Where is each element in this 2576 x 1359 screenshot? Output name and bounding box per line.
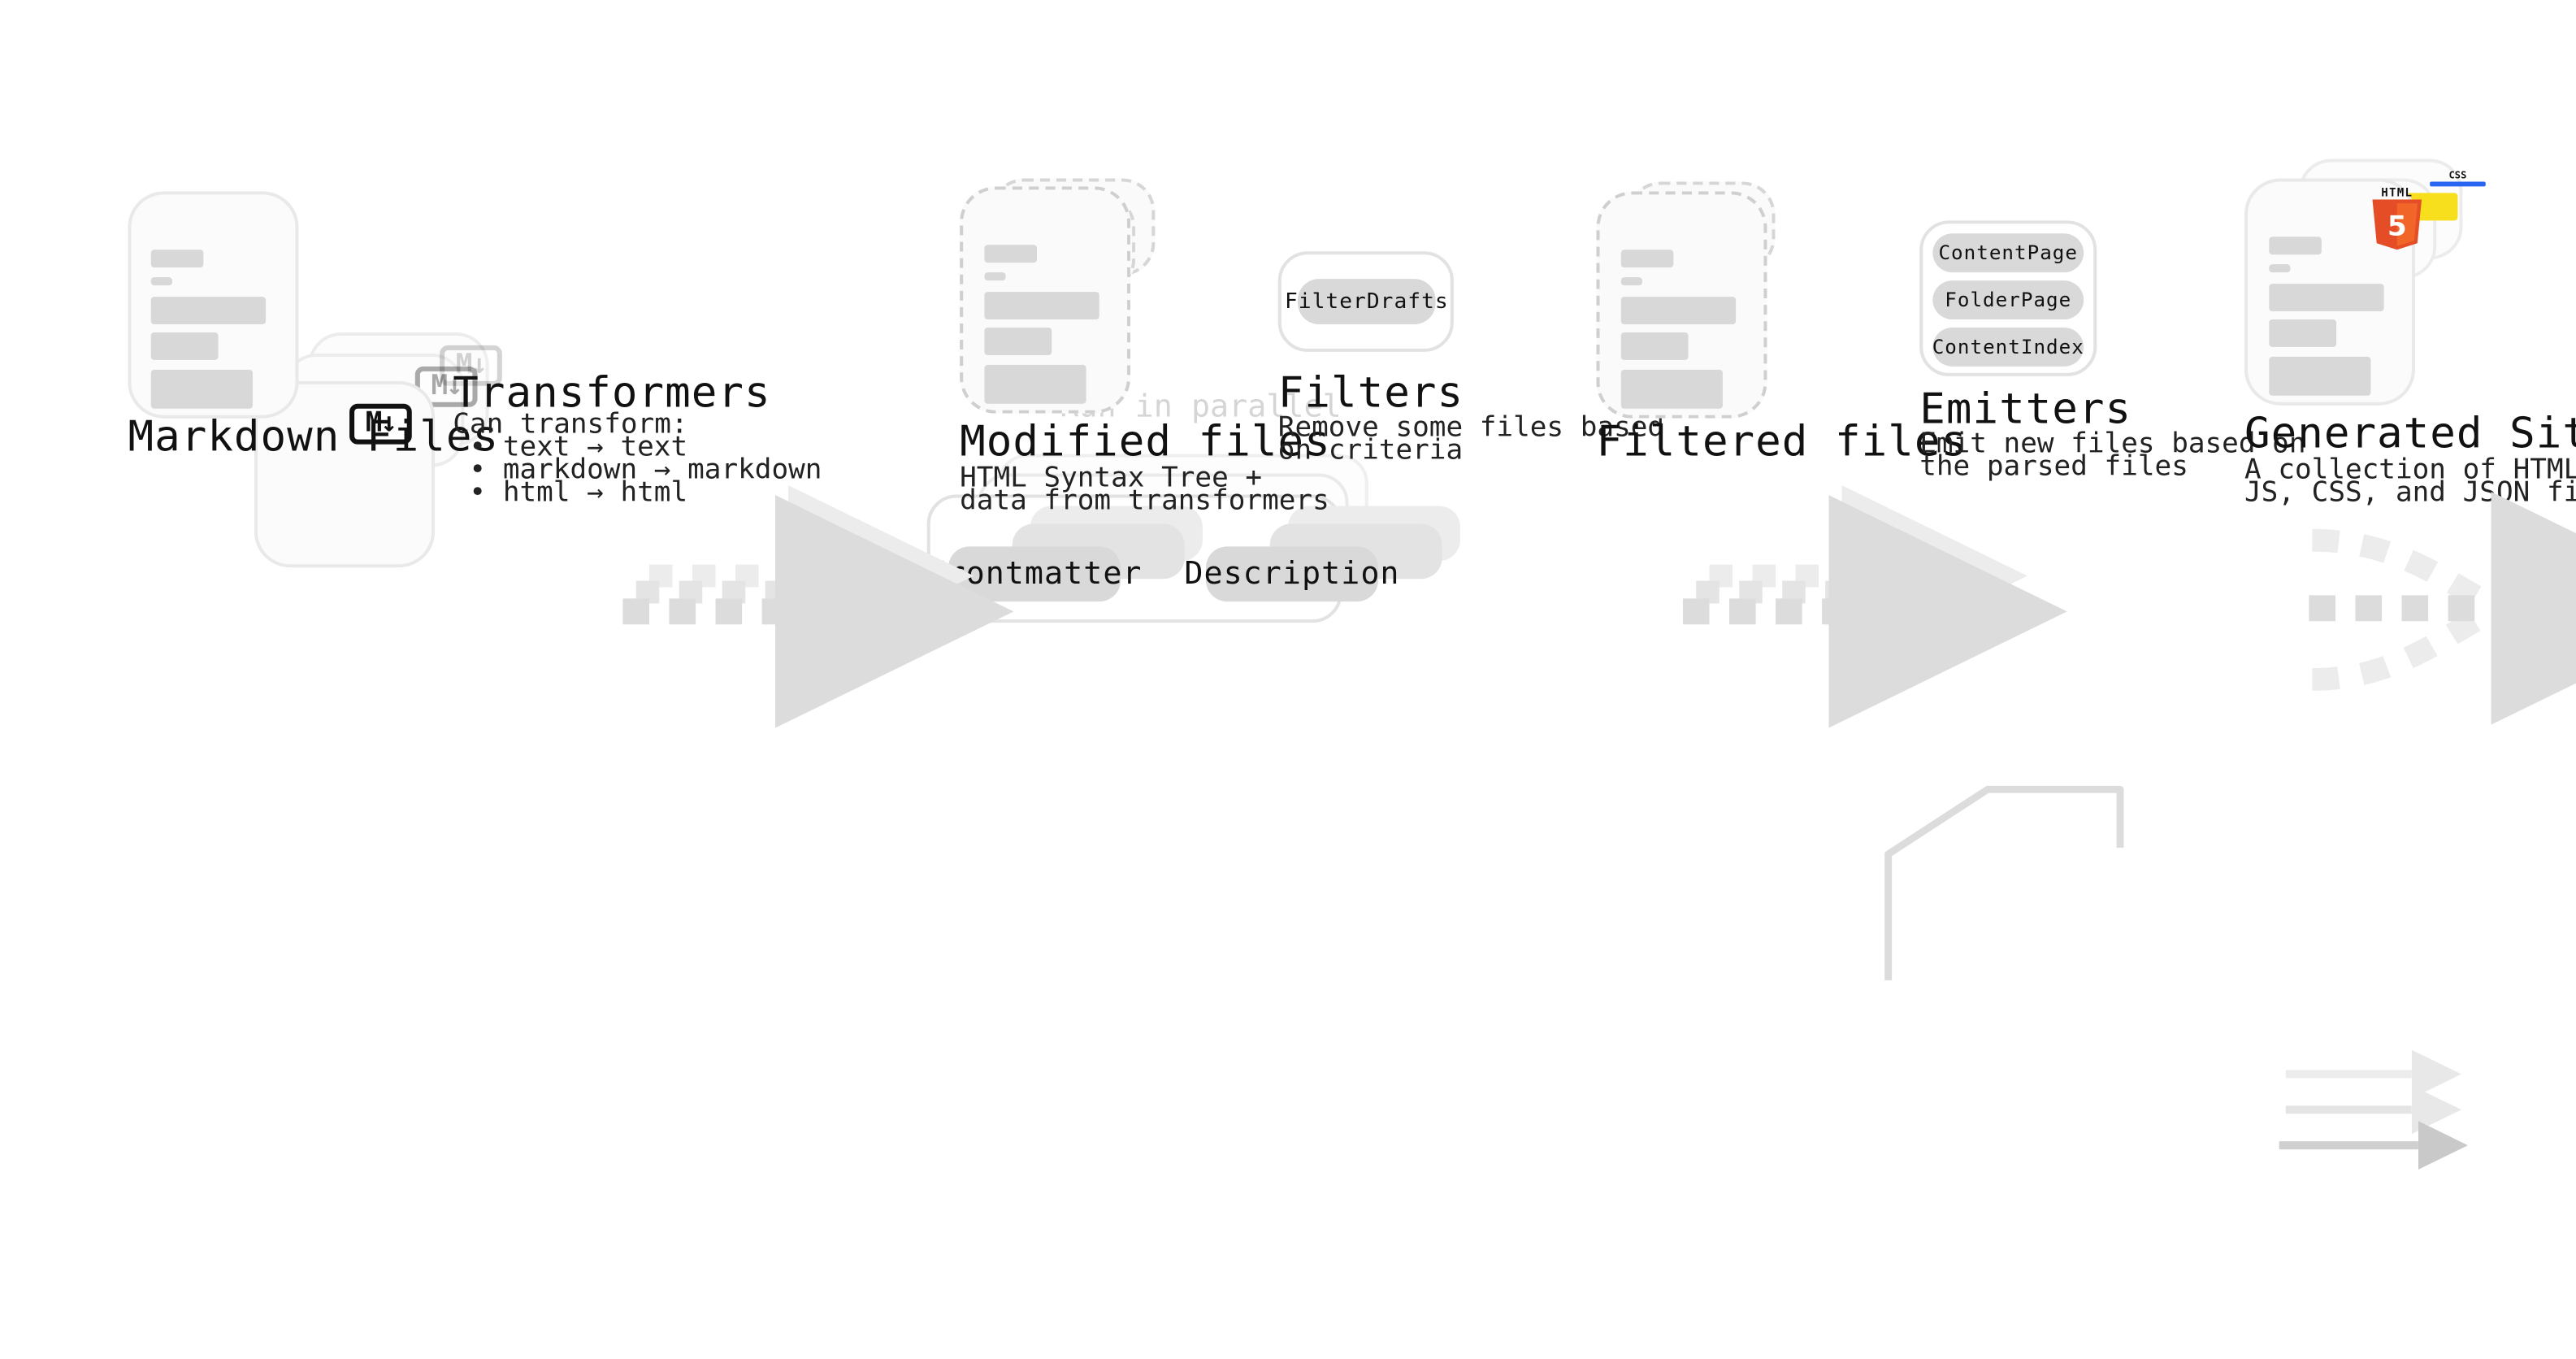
doc-bar [1620,332,1689,360]
doc-bar [1620,250,1674,268]
modified-file-content [960,186,1130,413]
generated-site-caption: Generated Site [2244,410,2576,459]
filters-caption: Filters [1277,369,1464,419]
doc-bar [984,364,1086,404]
markdown-icon-ghost-back: M↓ [440,345,502,386]
transformers-bullet-3-text: html → html [502,476,688,510]
transformers-bullet-2-text: markdown → markdown [502,454,822,487]
doc-bar [150,332,219,360]
transformers-bullet-2: • markdown → markdown [469,451,822,490]
emitters-sub-2: the parsed files [1919,450,2188,484]
arrow-frontmatter-to-description [2279,1049,2469,1170]
generated-file-content [2244,178,2415,405]
transformers-sub-head: Can transform: [453,408,688,441]
doc-bar [984,245,1038,263]
doc-bar [150,250,204,268]
transformer-chip-frontmatter[interactable]: Frontmatter [926,546,1142,602]
transformers-caption: Transformers [453,369,771,419]
filters-sub-1: Remove some files based [1277,411,1665,445]
markdown-icon-glyph: M↓ [431,369,462,402]
css-icon: CSS [2430,170,2486,193]
doc-bar [984,272,1006,281]
doc-bar [2269,319,2337,347]
transformers-bullet-3: • html → html [469,474,687,513]
bullet-dot: • [469,454,487,487]
generated-site-sub-1: A collection of HTML, [2244,454,2576,487]
markdown-file-card[interactable]: M↓ [254,380,436,568]
filters-sub-2: on criteria [1277,434,1464,467]
markdown-icon: M↓ [349,403,412,445]
doc-bar [1620,369,1723,409]
html5-icon-number: 5 [2387,210,2407,242]
markdown-icon-glyph: M↓ [365,406,397,440]
filter-chip-filterdrafts[interactable]: FilterDrafts [1285,279,1448,324]
doc-bar [984,327,1052,355]
html5-icon: HTML 5 [2369,186,2425,251]
transformers-bullet-1: • text → text [469,428,687,467]
run-in-parallel-leader [1884,785,2124,981]
html5-icon-text: HTML [2381,186,2413,200]
emitter-chip-folderpage[interactable]: FolderPage [1932,280,2084,320]
emitter-chip-contentindex[interactable]: ContentIndex [1932,327,2084,367]
emitters-caption: Emitters [1919,385,2132,435]
doc-bar [1620,277,1643,286]
html5-shield: 5 [2372,199,2422,250]
doc-bar [2269,237,2322,255]
modified-files-caption: Modified files [960,418,1331,467]
bullet-dot: • [469,431,487,464]
diagram-canvas: M↓ M↓ M↓ Markdown Files Run in parallel … [128,158,2576,1170]
filtered-files-caption: Filtered files [1596,418,1968,467]
css-icon-bar [2430,181,2486,187]
arrow-modified-to-filters [2309,492,2576,725]
generated-site-sub-2: JS, CSS, and JSON files [2244,476,2576,510]
doc-bar [150,277,172,286]
modified-files-sub-2: data from transformers [960,484,1329,518]
doc-bar [150,297,267,324]
arrow-markdown-to-transformers [622,485,1014,728]
markdown-file-content [128,191,298,418]
markdown-files-caption: Markdown Files [128,413,500,462]
doc-bar [2269,284,2384,312]
bullet-dot: • [469,476,487,510]
filtered-file-content [1596,191,1767,418]
css-icon-text: CSS [2448,170,2467,182]
emitters-sub-1: Emit new files based on [1919,428,2306,461]
doc-bar [1620,297,1737,324]
arrow-transformers-to-modified [1682,485,2067,728]
doc-bar [2269,356,2371,396]
emitter-chip-contentpage[interactable]: ContentPage [1932,233,2084,273]
transformers-bullet-1-text: text → text [502,431,688,464]
doc-bar [984,292,1099,320]
transformer-chip-description[interactable]: Description [1184,546,1399,602]
doc-bar [2269,264,2291,273]
doc-bar [150,369,253,409]
